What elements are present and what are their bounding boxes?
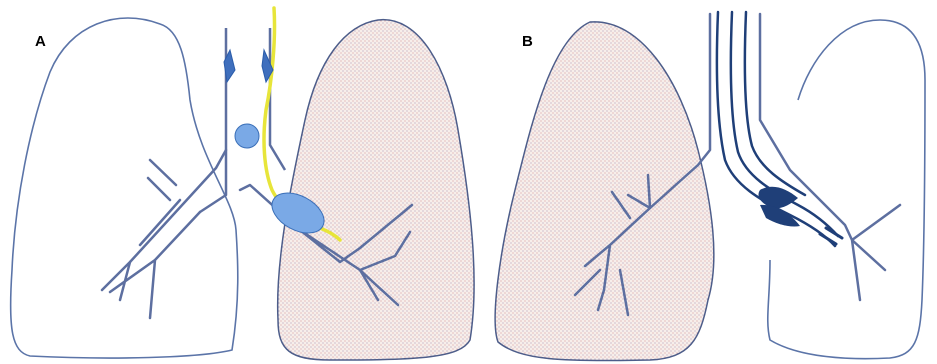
- panel-a: [11, 8, 475, 360]
- panel-a-trachea: [130, 28, 285, 262]
- panel-b-left-lung-outline: [768, 20, 925, 359]
- panel-b-label: B: [522, 33, 533, 50]
- panel-b-tube-tip: [820, 228, 842, 244]
- panel-b: [495, 12, 925, 361]
- panel-a-tube-cuff-small: [235, 124, 259, 148]
- panel-a-right-lung-outline: [11, 18, 238, 358]
- panel-a-left-lung-collapsed: [278, 20, 474, 360]
- panel-b-right-lung-collapsed: [495, 22, 714, 361]
- panel-a-label: A: [35, 33, 46, 50]
